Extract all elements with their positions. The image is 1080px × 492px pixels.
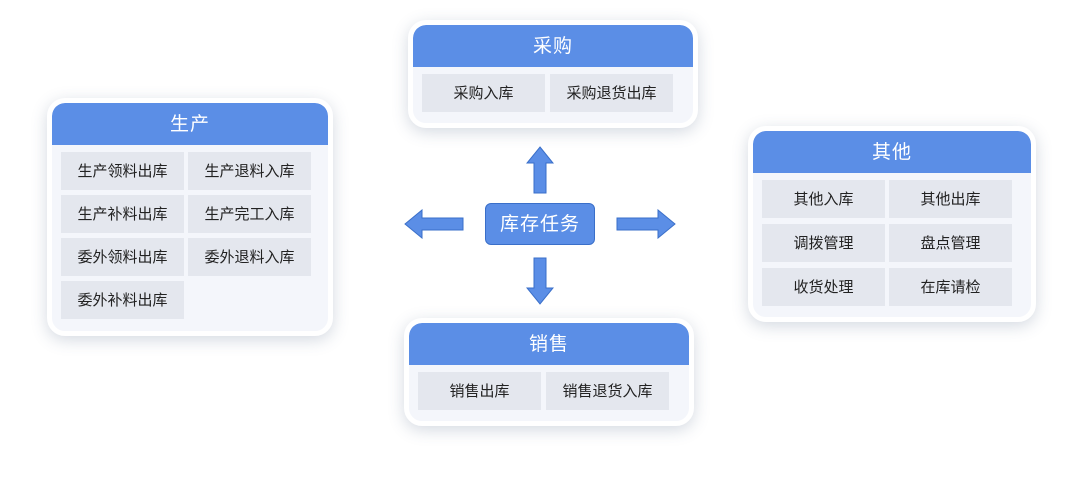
- sales-item-return-inbound[interactable]: 销售退货入库: [546, 372, 669, 410]
- production-item-material-supplement[interactable]: 生产补料出库: [61, 195, 184, 233]
- other-item-outbound[interactable]: 其他出库: [889, 180, 1012, 218]
- other-item-inbound[interactable]: 其他入库: [762, 180, 885, 218]
- purchase-item-inbound[interactable]: 采购入库: [422, 74, 545, 112]
- sales-items: 销售出库 销售退货入库: [409, 365, 689, 417]
- arrow-left-icon: [404, 209, 464, 239]
- production-item-material-return[interactable]: 生产退料入库: [188, 152, 311, 190]
- production-item-completion-inbound[interactable]: 生产完工入库: [188, 195, 311, 233]
- other-items: 其他入库 其他出库 调拨管理 盘点管理 收货处理 在库请检: [753, 173, 1031, 313]
- production-card-title: 生产: [52, 103, 328, 145]
- sales-card: 销售 销售出库 销售退货入库: [404, 318, 694, 426]
- arrow-up-icon: [526, 146, 554, 194]
- other-card: 其他 其他入库 其他出库 调拨管理 盘点管理 收货处理 在库请检: [748, 126, 1036, 322]
- other-item-inspection[interactable]: 在库请检: [889, 268, 1012, 306]
- other-item-stocktake[interactable]: 盘点管理: [889, 224, 1012, 262]
- sales-item-outbound[interactable]: 销售出库: [418, 372, 541, 410]
- production-items: 生产领料出库 生产退料入库 生产补料出库 生产完工入库 委外领料出库 委外退料入…: [52, 145, 328, 326]
- arrow-right-icon: [616, 209, 676, 239]
- other-card-title: 其他: [753, 131, 1031, 173]
- production-card: 生产 生产领料出库 生产退料入库 生产补料出库 生产完工入库 委外领料出库 委外…: [47, 98, 333, 336]
- purchase-item-return-outbound[interactable]: 采购退货出库: [550, 74, 673, 112]
- other-item-receiving[interactable]: 收货处理: [762, 268, 885, 306]
- arrow-down-icon: [526, 257, 554, 305]
- outsource-item-material-return[interactable]: 委外退料入库: [188, 238, 311, 276]
- outsource-item-material-supplement[interactable]: 委外补料出库: [61, 281, 184, 319]
- purchase-items: 采购入库 采购退货出库: [413, 67, 693, 119]
- other-item-transfer[interactable]: 调拨管理: [762, 224, 885, 262]
- purchase-card-title: 采购: [413, 25, 693, 67]
- production-item-material-issue[interactable]: 生产领料出库: [61, 152, 184, 190]
- outsource-item-material-issue[interactable]: 委外领料出库: [61, 238, 184, 276]
- inventory-task-node[interactable]: 库存任务: [485, 203, 595, 245]
- purchase-card: 采购 采购入库 采购退货出库: [408, 20, 698, 128]
- sales-card-title: 销售: [409, 323, 689, 365]
